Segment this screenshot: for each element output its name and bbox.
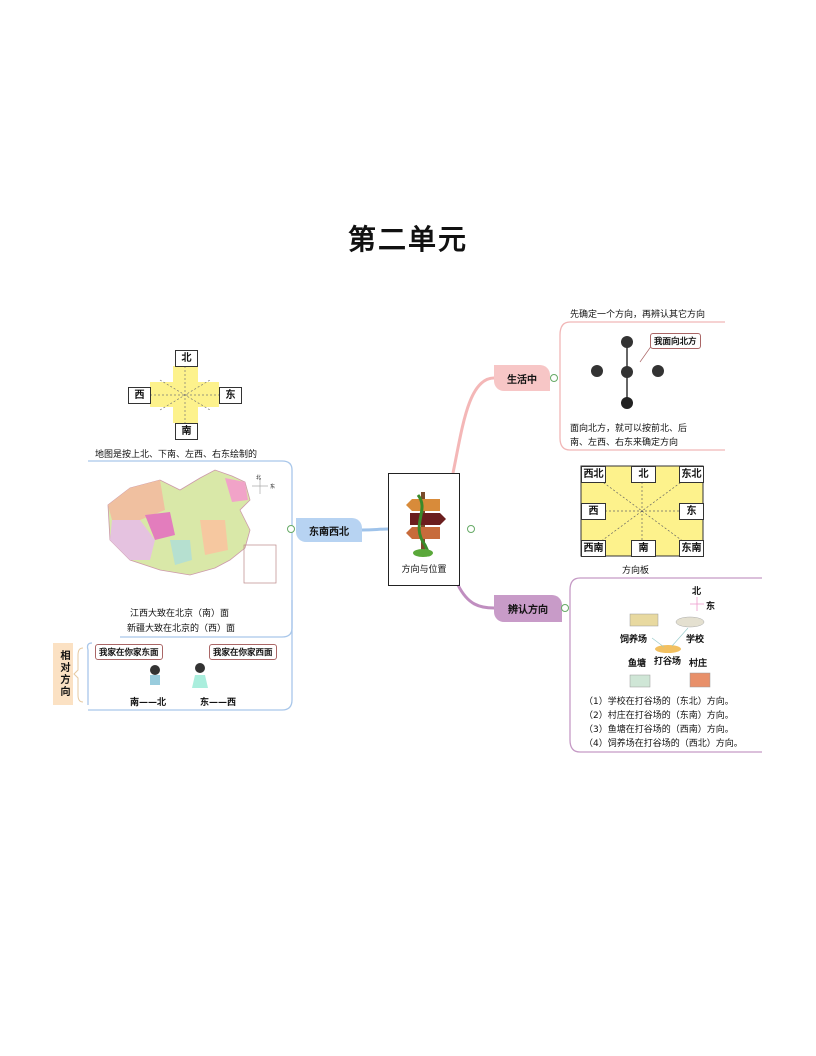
compass-north-label: 北 (175, 350, 198, 367)
map-rule-text: 地图是按上北、下南、左西、右东绘制的 (95, 450, 258, 460)
page-title: 第二单元 (347, 223, 468, 256)
board-southwest: 西南 (581, 540, 606, 557)
speech-bubble-west: 我家在你家西面 (209, 644, 277, 660)
place-pond: 鱼塘 (628, 659, 647, 669)
board-east: 东 (679, 503, 704, 520)
life-text-1: 面向北方，就可以按前北、后 (570, 424, 688, 434)
answer-4: （4）饲养场在打谷场的（西北）方向。 (584, 739, 743, 749)
central-node-label: 方向与位置 (401, 565, 447, 575)
signpost-icon (406, 492, 446, 557)
central-node[interactable] (388, 473, 460, 586)
place-farm: 饲养场 (620, 635, 648, 645)
question-xinjiang: 新疆大致在北京的（西）面 (127, 624, 236, 634)
board-caption: 方向板 (622, 566, 650, 576)
board-west: 西 (581, 503, 606, 520)
node-label: 东南西北 (309, 526, 349, 538)
pair-east-west: 东——西 (200, 698, 237, 708)
answer-3: （3）鱼塘在打谷场的（西南）方向。 (584, 725, 734, 735)
node-label: 生活中 (507, 374, 537, 386)
relative-direction-label: 相对方向 (53, 643, 73, 705)
place-school: 学校 (686, 635, 705, 645)
node-east-south-west-north[interactable]: 东南西北 (296, 518, 362, 542)
map-north-label: 北 (256, 475, 262, 481)
pair-south-north: 南——北 (130, 698, 167, 708)
board-north: 北 (631, 466, 656, 483)
china-map-image (107, 469, 277, 584)
speech-bubble-north: 我面向北方 (650, 333, 701, 349)
node-in-life[interactable]: 生活中 (494, 365, 550, 391)
life-text-2: 南、左西、右东来确定方向 (570, 438, 679, 448)
board-northeast: 东北 (679, 466, 704, 483)
scene-north-label: 北 (692, 587, 702, 597)
compass-east-label: 东 (219, 387, 242, 404)
answer-2: （2）村庄在打谷场的（东南）方向。 (584, 711, 734, 721)
place-threshing-field: 打谷场 (654, 657, 682, 667)
village-scene-illustration (629, 597, 711, 688)
speech-bubble-east: 我家在你家东面 (95, 644, 163, 660)
scene-east-label: 东 (706, 602, 716, 612)
collapse-toggle[interactable] (467, 525, 475, 533)
node-label: 辨认方向 (508, 605, 548, 616)
collapse-toggle[interactable] (561, 604, 569, 612)
question-jiangxi: 江西大致在北京（南）面 (130, 609, 230, 619)
board-northwest: 西北 (581, 466, 606, 483)
collapse-toggle[interactable] (287, 525, 295, 533)
collapse-toggle[interactable] (550, 374, 558, 382)
life-heading: 先确定一个方向，再辨认其它方向 (570, 310, 706, 320)
compass-west-label: 西 (128, 387, 151, 404)
node-identify-direction[interactable]: 辨认方向 (494, 595, 562, 622)
children-illustration (591, 336, 664, 409)
answer-1: （1）学校在打谷场的（东北）方向。 (584, 697, 734, 707)
place-village: 村庄 (689, 659, 708, 669)
compass-south-label: 南 (175, 423, 198, 440)
board-south: 南 (631, 540, 656, 557)
board-southeast: 东南 (679, 540, 704, 557)
map-east-label: 东 (270, 484, 276, 490)
